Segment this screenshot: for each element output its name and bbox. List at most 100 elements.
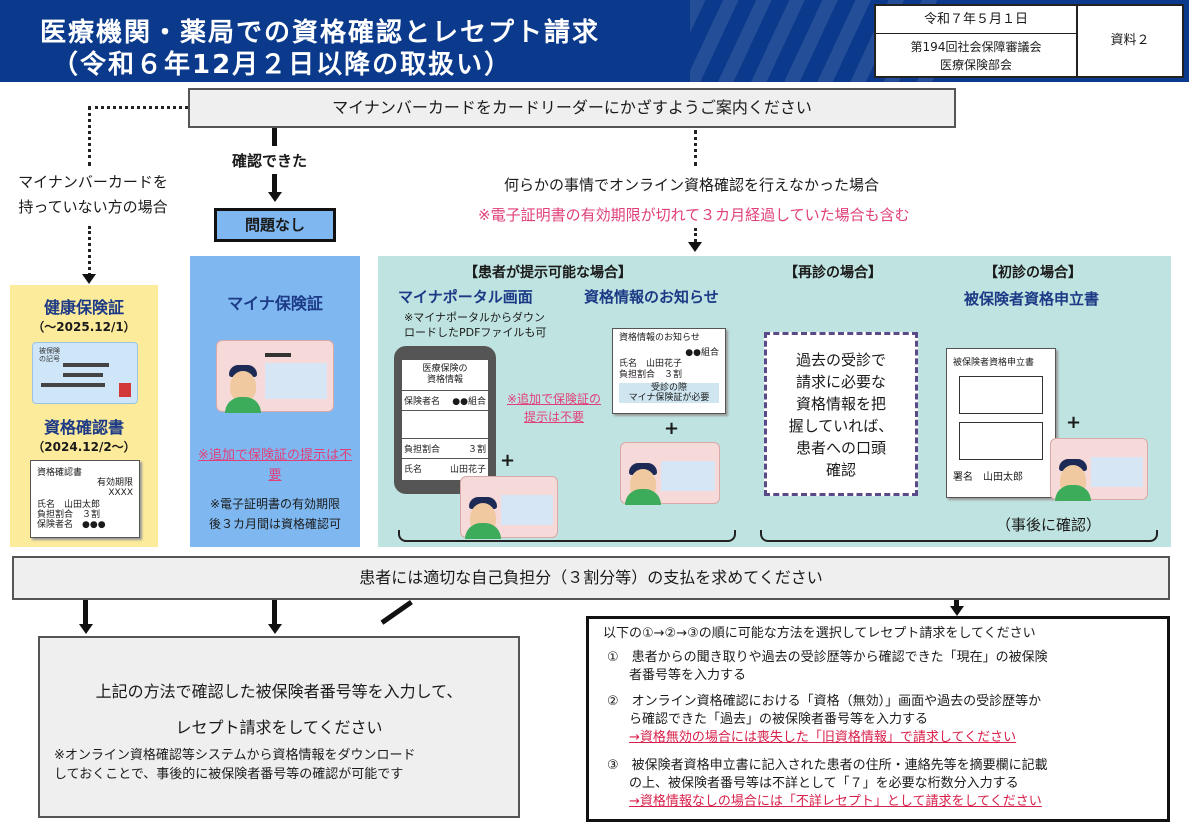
- notice-title: 資格情報のお知らせ: [584, 288, 719, 306]
- dotted-connector: [88, 106, 188, 109]
- application-field: [959, 422, 1043, 460]
- notice-name: 山田花子: [646, 359, 683, 369]
- input-instruction-line1: 上記の方法で確認した被保険者番号等を入力して、: [95, 682, 463, 701]
- card-body: [225, 397, 261, 413]
- bracket: [398, 530, 736, 542]
- notice-document: 資格情報のお知らせ ●●組合 氏名 山田花子 負担割合 ３割 受診の際 マイナ保…: [612, 328, 726, 414]
- doc-burden: ３割: [82, 510, 101, 520]
- card-body: [465, 523, 501, 539]
- doc-title: 資格確認書: [37, 468, 83, 478]
- plus-icon: +: [664, 418, 680, 439]
- portal-row-insurer: 保険者名 ●●組合: [402, 390, 488, 410]
- application-sign-name: 山田太郎: [983, 472, 1023, 483]
- page-title-line1: 医療機関・薬局での資格確認とレセプト請求: [40, 18, 601, 48]
- arrow-down-icon: [82, 274, 96, 284]
- extra-not-needed-line2: 提示は不要: [523, 410, 584, 424]
- smartphone-image: 医療保険の 資格情報 保険者名 ●●組合 負担割合 ３割 氏名 山田花子: [394, 346, 496, 494]
- download-note-line1: ※オンライン資格確認等システムから資格情報をダウンロード: [54, 748, 416, 763]
- meeting-date: 令和７年５月１日: [876, 6, 1076, 34]
- arrow-shaft: [380, 600, 413, 625]
- claim-item-1: ① 患者からの聞き取りや過去の受診歴等から確認できた「現在」の被保険 者番号等を…: [607, 649, 1167, 685]
- extra-not-needed-line1: ※追加で保険証の: [506, 392, 602, 406]
- application-sign: 署名 山田太郎: [953, 468, 1049, 483]
- doc-insurer-label: 保険者名: [37, 520, 74, 530]
- revisit-line6: 確認: [825, 461, 856, 479]
- notice-doc-title: 資格情報のお知らせ: [619, 333, 700, 343]
- portal-row-name: 氏名 山田花子: [402, 458, 488, 478]
- claim-item2-line2: ら確認できた「過去」の被保険者番号等を入力する: [629, 712, 929, 727]
- meeting-line2: 医療保険部会: [939, 58, 1012, 72]
- meeting-info-box: 令和７年５月１日 第194回社会保障審議会 医療保険部会: [874, 4, 1078, 78]
- doc-valid: 有効期限 XXXX: [37, 478, 133, 498]
- revisit-line5: 患者への口頭: [795, 439, 886, 457]
- portal-note: ※マイナポータルからダウン ロードしたPDFファイルも可: [404, 310, 546, 340]
- notice-stamp: 受診の際 マイナ保険証が必要: [619, 383, 719, 403]
- revisit-box: 過去の受診で 請求に必要な 資格情報を把 握していれば、 患者への口頭 確認: [764, 332, 918, 496]
- my-number-card-image: [1050, 438, 1148, 501]
- card-face: [230, 371, 256, 401]
- notice-burden-label: 負担割合: [619, 370, 656, 380]
- revisit-line1: 過去の受診で: [795, 351, 886, 369]
- portal-screen-title: 医療保険の 資格情報: [402, 360, 488, 386]
- after-confirm-label: （事後に確認）: [996, 516, 1102, 534]
- application-title: 被保険者資格申立書: [964, 290, 1100, 308]
- portal-name: 山田花子: [449, 465, 486, 475]
- arrow-shaft: [272, 600, 277, 626]
- cert-expiry-line1: ※電子証明書の有効期限: [209, 497, 341, 511]
- arrow-shaft: [272, 174, 277, 192]
- doc-valid-label: 有効期限: [96, 478, 133, 488]
- card-line: [41, 383, 105, 387]
- card-line: [63, 373, 103, 377]
- portal-name-label: 氏名: [404, 465, 423, 475]
- arrow-shaft: [954, 600, 959, 608]
- application-sign-label: 署名: [953, 472, 973, 483]
- confirmed-label: 確認できた: [232, 152, 308, 170]
- card-line: [63, 363, 109, 367]
- claim-item-3: ③ 被保険者資格申立書に記入された患者の住所・連絡先等を摘要欄に記載 の上、被保…: [607, 757, 1167, 811]
- notice-stamp-line2: マイナ保険証が必要: [628, 393, 710, 403]
- portal-title: マイナポータル画面: [398, 288, 533, 306]
- download-note-line2: しておくことで、事後的に被保険者番号等の確認が可能です: [54, 767, 404, 782]
- portal-screen-title2: 資格情報: [426, 375, 463, 385]
- my-number-card-image: [216, 340, 334, 413]
- input-instruction-line2: レセプト請求をしてください: [175, 718, 383, 737]
- arrow-shaft: [272, 128, 277, 146]
- arrow-down-icon: [268, 192, 282, 202]
- extra-card-not-needed-note: ※追加で保険証の提示は不要: [198, 448, 352, 483]
- claim-item2-link: →資格無効の場合には喪失した「旧資格情報」で請求してください: [629, 730, 1017, 745]
- first-visit-heading: 【初診の場合】: [984, 265, 1082, 281]
- qualification-cert-document: 資格確認書 有効期限 XXXX 氏名 山田太郎 負担割合 ３割 保険者名 ●●●: [30, 460, 140, 538]
- no-problem-badge: 問題なし: [214, 208, 336, 242]
- application-field: [959, 376, 1043, 414]
- insurance-card-title: 健康保険証: [43, 298, 124, 317]
- arrow-down-icon: [268, 624, 282, 634]
- card-header-line1: 被保険: [39, 347, 60, 355]
- meeting-line1: 第194回社会保障審議会: [910, 40, 1042, 54]
- arrow-shaft: [83, 600, 88, 626]
- doc-valid-value: XXXX: [108, 488, 133, 498]
- portal-screen-title1: 医療保険の: [422, 364, 468, 374]
- portal-insurer: ●●組合: [452, 397, 486, 407]
- claim-method-box: 以下の①→②→③の順に可能な方法を選択してレセプト請求をしてください ① 患者か…: [586, 616, 1170, 822]
- revisit-heading: 【再診の場合】: [784, 265, 882, 281]
- claim-item1-line2: 者番号等を入力する: [629, 668, 747, 683]
- notice-burden: ３割: [664, 370, 683, 380]
- failed-note: ※電子証明書の有効期限が切れて３カ月経過していた場合も含む: [478, 206, 910, 224]
- doc-name-label: 氏名: [37, 500, 56, 510]
- myna-card-title: マイナ保険証: [227, 294, 323, 313]
- doc-fields: 氏名 山田太郎 負担割合 ３割 保険者名 ●●●: [37, 500, 133, 530]
- cert-expiry-line2: 後３カ月間は資格確認可: [208, 517, 341, 531]
- no-card-line1: マイナンバーカードを: [18, 173, 168, 191]
- arrow-down-icon: [950, 606, 964, 616]
- dotted-connector: [88, 106, 91, 166]
- qualification-cert-title: 資格確認書: [43, 418, 124, 437]
- portal-burden-label: 負担割合: [404, 445, 441, 455]
- claim-item3-line2: の上、被保険者番号等は不詳として「７」を必要な桁数分入力する: [629, 776, 1019, 791]
- card-photo-area: [661, 461, 715, 491]
- bracket: [760, 530, 1158, 542]
- claim-item3-line1: ③ 被保険者資格申立書に記入された患者の住所・連絡先等を摘要欄に記載: [607, 758, 1048, 773]
- portal-screen: 医療保険の 資格情報 保険者名 ●●組合 負担割合 ３割 氏名 山田花子: [402, 360, 488, 480]
- dotted-connector: [88, 226, 91, 276]
- card-header-line2: の記号: [39, 355, 60, 363]
- portal-burden: ３割: [467, 445, 486, 455]
